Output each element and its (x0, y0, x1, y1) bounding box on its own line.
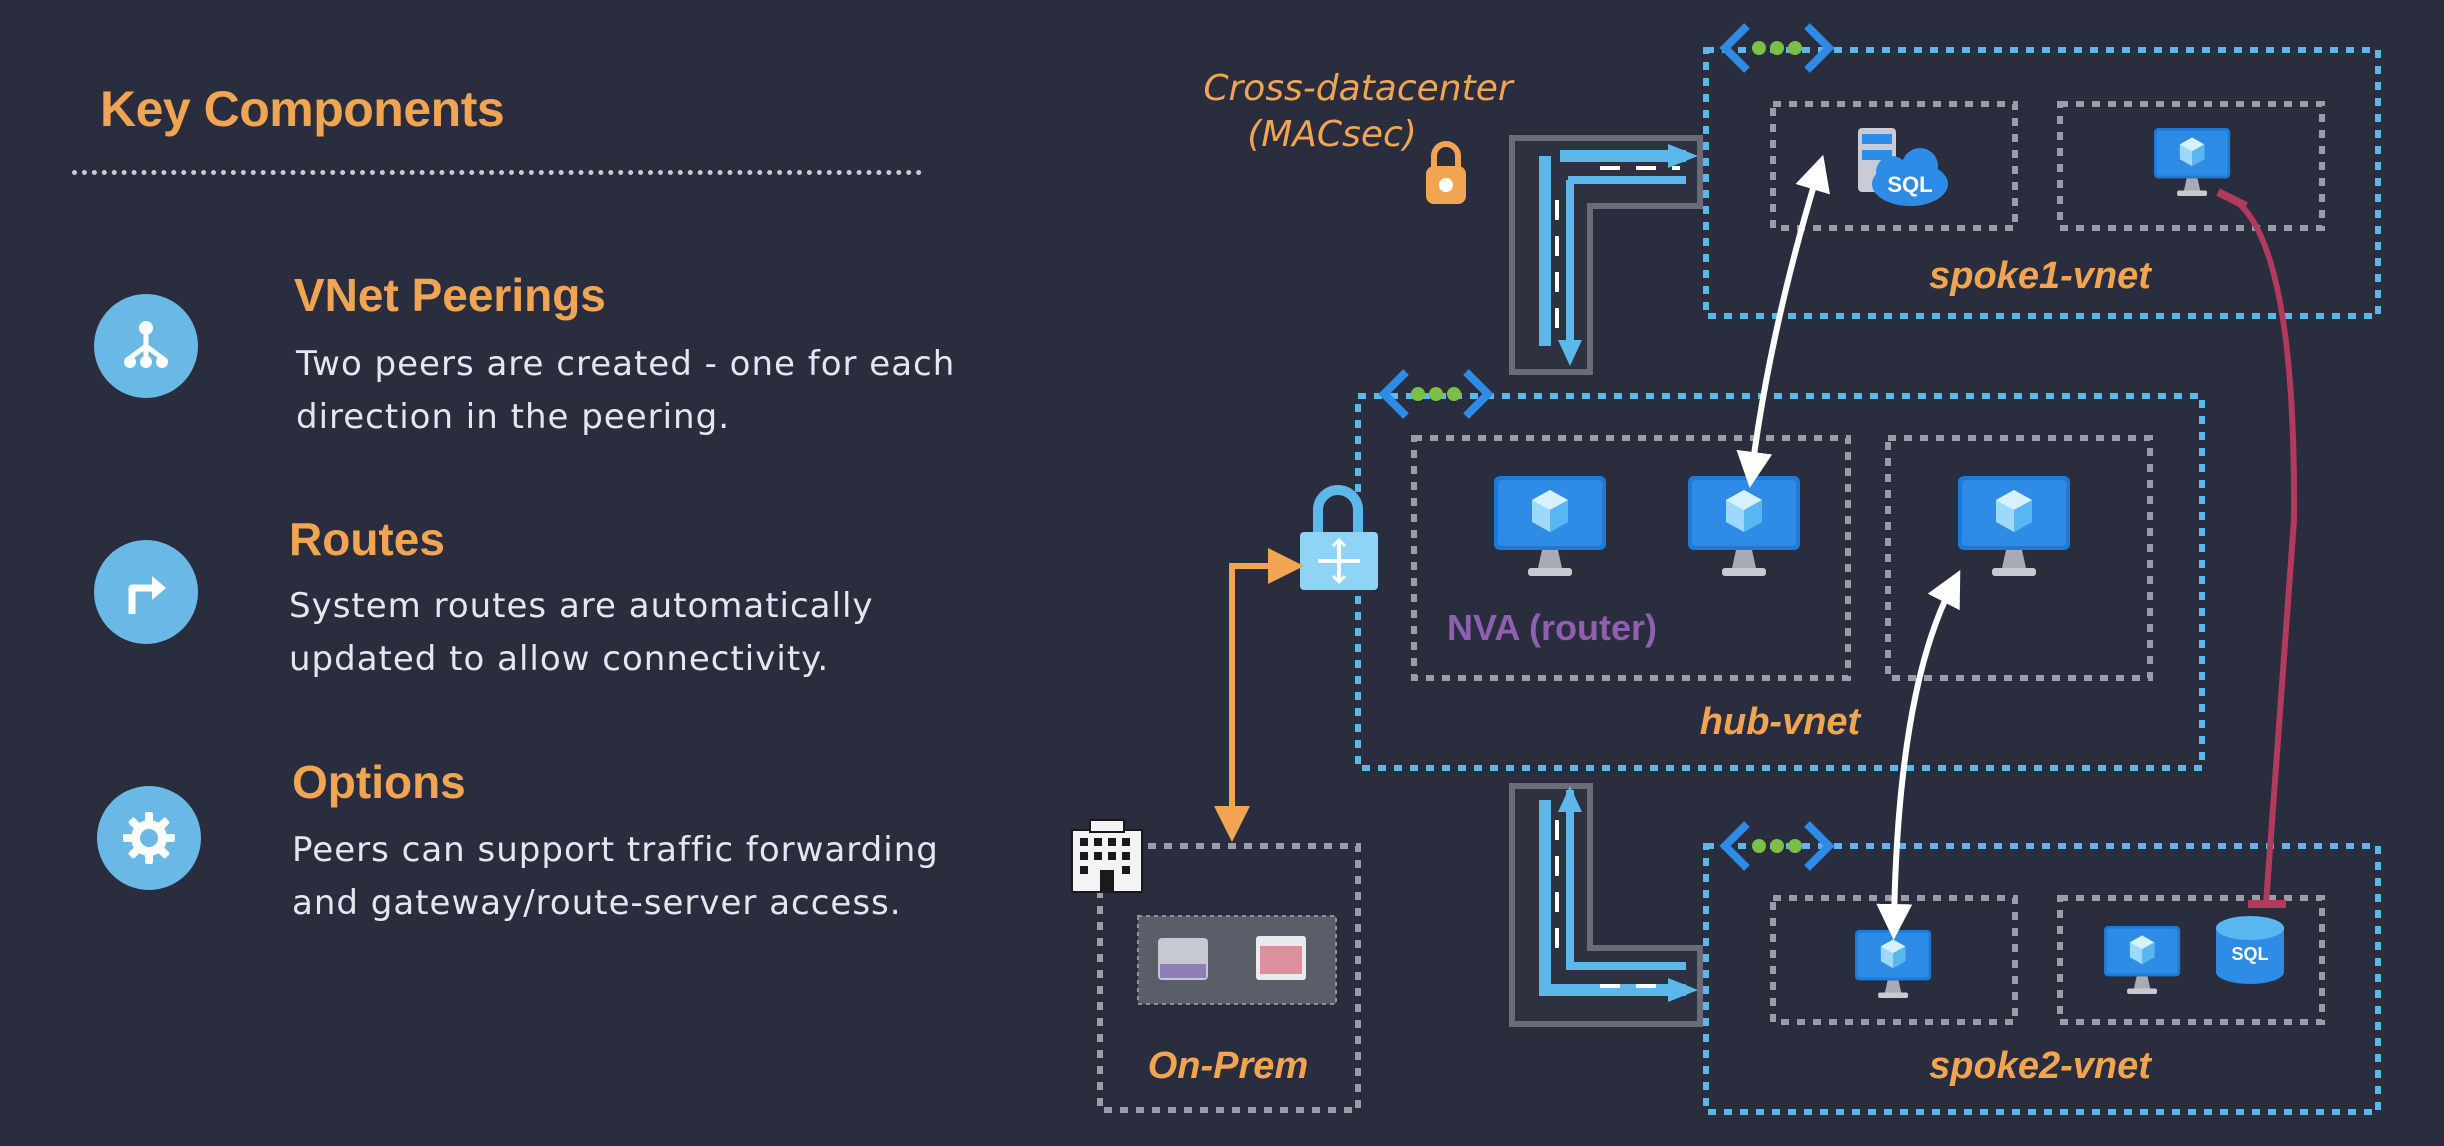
hub-subnet-b (1885, 435, 2153, 681)
routes-desc: System routes are automatically updated … (289, 580, 1009, 686)
sql-database-icon: SQL (2216, 916, 2284, 984)
hierarchy-icon (94, 294, 198, 398)
options-desc-line2: and gateway/route-server access. (292, 883, 902, 923)
macsec-label: (MACsec) (1247, 114, 1417, 155)
spoke2-subnet-a (1770, 895, 2018, 1025)
nva-label: NVA (router) (1447, 607, 1657, 648)
spoke2-vnet-border (1703, 843, 2381, 1115)
sql-label-1: SQL (1887, 172, 1932, 197)
gear-icon (97, 786, 201, 890)
options-desc: Peers can support traffic forwarding and… (292, 824, 1012, 930)
hub-to-spoke1-connection (1736, 154, 1830, 488)
hub-vnet-label: hub-vnet (1700, 701, 1862, 743)
routes-desc-line2: updated to allow connectivity. (289, 639, 830, 679)
onprem-devices (1137, 915, 1337, 1005)
routes-desc-line1: System routes are automatically (289, 586, 874, 626)
spoke2-vm-icon-b (2104, 926, 2181, 994)
spoke2-subnet-b (2057, 895, 2325, 1025)
top-road (1509, 135, 1703, 375)
spoke1-vnet-label: spoke1-vnet (1929, 255, 2152, 297)
onprem-label: On-Prem (1148, 1045, 1308, 1087)
hub-to-spoke2-connection (1876, 570, 1961, 940)
lock-icon (1426, 141, 1466, 204)
sql-server-icon: SQL (1858, 128, 1948, 206)
spoke1-spoke2-blocked-connection (2230, 195, 2298, 905)
spoke2-vm-icon-a (1855, 930, 1932, 998)
spoke1-subnet-b (2057, 101, 2325, 231)
turn-right-arrow-icon (94, 540, 198, 644)
vnet-peerings-title: VNet Peerings (294, 269, 606, 321)
onprem-border (1097, 843, 1361, 1113)
options-desc-line1: Peers can support traffic forwarding (292, 830, 939, 870)
vnet-peerings-desc-line2: direction in the peering. (296, 397, 730, 437)
sql-label-2: SQL (2231, 944, 2268, 964)
cross-datacenter-label: Cross-datacenter (1203, 68, 1515, 109)
hub-vm-icon (1958, 476, 2070, 576)
nva-vm-icon-1 (1494, 476, 1606, 576)
routes-title: Routes (289, 513, 445, 565)
vnet-peerings-desc: Two peers are created - one for each dir… (296, 338, 1016, 444)
spoke1-vnet-border (1703, 47, 2381, 319)
options-title: Options (292, 756, 466, 808)
spoke2-vnet-label: spoke2-vnet (1929, 1045, 2152, 1087)
page-title: Key Components (100, 81, 505, 137)
bottom-road (1509, 783, 1703, 1027)
vpn-gateway-icon (1300, 485, 1378, 590)
onprem-to-gateway-connection (1214, 548, 1304, 842)
building-icon (1071, 819, 1143, 893)
vnet-peerings-desc-line1: Two peers are created - one for each (296, 344, 956, 384)
nva-vm-icon-2 (1688, 476, 1800, 576)
title-divider (72, 170, 922, 175)
spoke1-vm-icon (2154, 128, 2231, 196)
blocked-end-cap-top (2216, 188, 2248, 210)
spoke1-subnet-a (1770, 101, 2018, 231)
